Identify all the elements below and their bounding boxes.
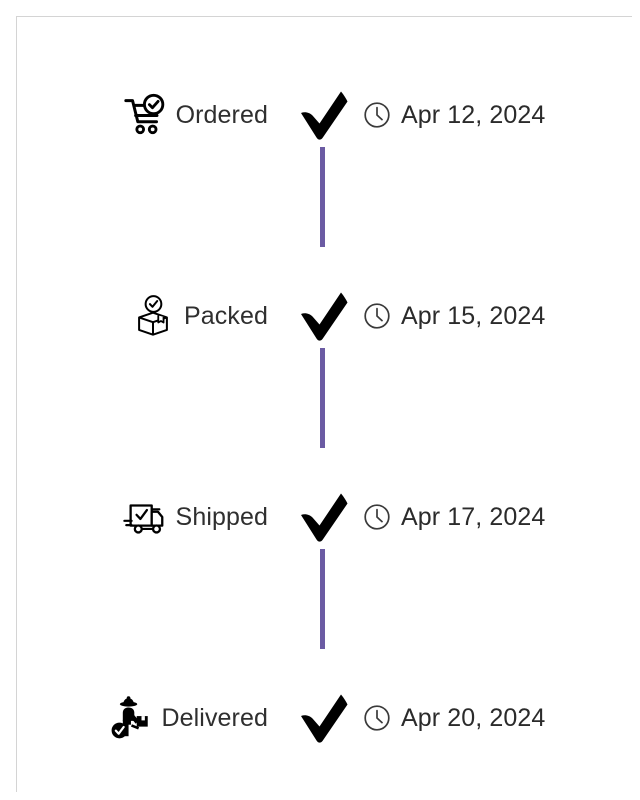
step-label: Ordered [175, 100, 268, 129]
timeline-connector [320, 549, 325, 649]
step-status-check [293, 682, 357, 754]
step-date: Apr 20, 2024 [401, 703, 546, 732]
step-left-cluster: Delivered [17, 682, 268, 754]
step-date: Apr 15, 2024 [401, 301, 546, 330]
shopping-cart-check-icon [122, 92, 168, 138]
check-mark-icon [301, 694, 348, 743]
delivery-truck-check-icon [122, 494, 168, 540]
step-right-cluster: Apr 12, 2024 [363, 79, 545, 151]
step-status-check [293, 79, 357, 151]
step-date: Apr 17, 2024 [401, 502, 546, 531]
step-right-cluster: Apr 15, 2024 [363, 280, 545, 352]
timeline-connector [320, 147, 325, 247]
clock-icon [363, 503, 391, 531]
step-date: Apr 12, 2024 [401, 100, 546, 129]
step-right-cluster: Apr 17, 2024 [363, 481, 545, 553]
timeline-step-packed[interactable]: Packed Apr 15, 2024 [17, 280, 632, 352]
step-status-check [293, 280, 357, 352]
step-right-cluster: Apr 20, 2024 [363, 682, 545, 754]
step-status-check [293, 481, 357, 553]
delivery-person-check-icon [107, 695, 153, 741]
check-mark-icon [301, 91, 348, 140]
order-tracking-timeline: Ordered Apr 12, 2024 [17, 17, 632, 792]
box-check-icon [130, 293, 176, 339]
check-mark-icon [301, 292, 348, 341]
timeline-connector [320, 348, 325, 448]
clock-icon [363, 302, 391, 330]
check-mark-icon [301, 493, 348, 542]
timeline-step-delivered[interactable]: Delivered Apr 20, 2024 [17, 682, 632, 754]
step-left-cluster: Packed [17, 280, 268, 352]
step-label: Packed [184, 301, 268, 330]
timeline-step-ordered[interactable]: Ordered Apr 12, 2024 [17, 79, 632, 151]
step-left-cluster: Shipped [17, 481, 268, 553]
step-label: Delivered [161, 703, 268, 732]
clock-icon [363, 704, 391, 732]
step-left-cluster: Ordered [17, 79, 268, 151]
card-frame: Ordered Apr 12, 2024 [16, 16, 632, 792]
step-label: Shipped [175, 502, 268, 531]
timeline-step-shipped[interactable]: Shipped Apr 17, 2024 [17, 481, 632, 553]
clock-icon [363, 101, 391, 129]
